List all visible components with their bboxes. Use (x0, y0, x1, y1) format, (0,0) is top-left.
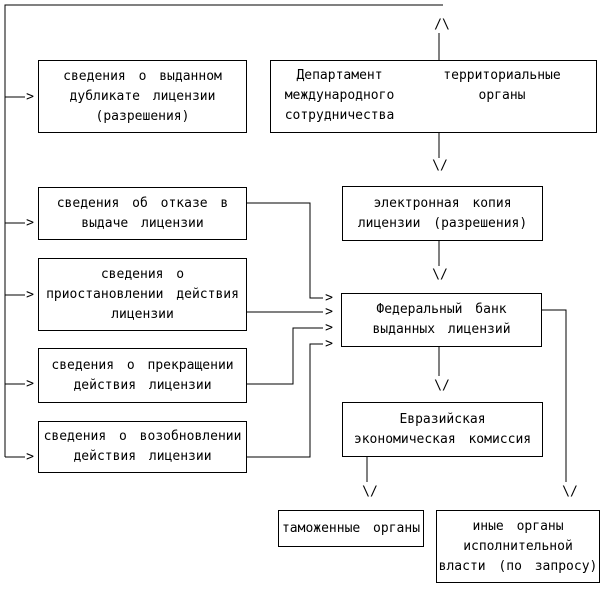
connector-top-spine (4, 4, 443, 457)
arrow-right-icon: > (26, 449, 34, 465)
arrow-down-icon: \/ (432, 267, 448, 283)
box-duplicate-license: сведения о выданном дубликате лицензии (… (38, 60, 247, 133)
connector-refusal-to-bank (247, 202, 323, 299)
arrow-right-icon: > (26, 287, 34, 303)
connector-bank-to-other (542, 309, 567, 482)
box-license-refusal: сведения об отказе в выдаче лицензии (38, 187, 247, 240)
connector-termination-to-bank (247, 327, 323, 385)
box-eurasian-commission: Евразийская экономическая комиссия (342, 402, 543, 457)
arrow-right-icon: > (26, 215, 34, 231)
arrow-down-icon: \/ (434, 378, 450, 394)
connector-renewal-to-bank (247, 343, 323, 458)
department-label: Департамент международного сотрудничеств… (284, 68, 395, 123)
arrow-right-icon: > (325, 336, 333, 352)
territorial-bodies-label: территориальные органы (443, 68, 561, 103)
arrow-right-icon: > (325, 320, 333, 336)
box-license-termination: сведения о прекращении действия лицензии (38, 348, 247, 403)
arrow-up-icon: /\ (434, 17, 450, 33)
box-other-executive-bodies: иные органы исполнительной власти (по за… (436, 510, 600, 583)
box-federal-bank: Федеральный банк выданных лицензий (341, 293, 542, 347)
box-license-suspension: сведения о приостановлении действия лице… (38, 258, 247, 331)
arrow-right-icon: > (325, 304, 333, 320)
arrow-right-icon: > (325, 290, 333, 306)
box-customs-bodies: таможенные органы (278, 510, 424, 547)
arrow-right-icon: > (26, 376, 34, 392)
box-license-renewal: сведения о возобновлении действия лиценз… (38, 421, 247, 473)
arrow-down-icon: \/ (562, 484, 578, 500)
box-department-territorial: Департамент международного сотрудничеств… (270, 60, 597, 133)
arrow-down-icon: \/ (362, 484, 378, 500)
arrow-right-icon: > (26, 89, 34, 105)
arrow-down-icon: \/ (432, 158, 448, 174)
box-electronic-copy: электронная копия лицензии (разрешения) (342, 186, 543, 241)
